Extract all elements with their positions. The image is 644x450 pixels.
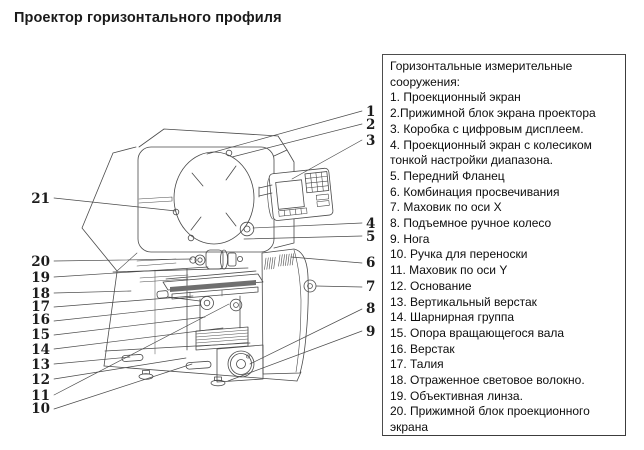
foot-left (138, 370, 154, 380)
foot-center (210, 376, 226, 387)
screen-clamp-screw-top (225, 149, 233, 157)
rear-fin (81, 146, 138, 272)
callout-number-18: 18 (31, 286, 50, 302)
callout-number-19: 19 (31, 270, 50, 286)
legend-item-15: 15. Опора вращающегося вала (390, 325, 565, 340)
callout-number-11: 11 (31, 388, 50, 404)
callout-number-16: 16 (31, 312, 50, 328)
display-mount-arm (258, 184, 273, 198)
callout-number-2: 2 (366, 117, 375, 133)
legend-item-19: 19. Объективная линза. (390, 388, 523, 403)
workbench-stage (156, 270, 264, 312)
x-axis-handwheel (303, 279, 317, 293)
legend-item-14: 14. Шарнирная группа (390, 310, 515, 325)
callout-number-13: 13 (31, 357, 50, 373)
callout-number-8: 8 (366, 301, 375, 317)
callout-number-9: 9 (366, 324, 375, 340)
digital-display-unit (267, 167, 334, 221)
legend-item-6: 6. Комбинация просвечивания (390, 184, 560, 199)
projector-diagram: 1 2 3 4 5 6 7 8 9 21 20 19 18 17 16 15 1… (31, 104, 375, 417)
callout-number-3: 3 (366, 133, 375, 149)
callout-number-10: 10 (31, 401, 50, 417)
legend-item-11: 11. Маховик по оси Y (390, 263, 508, 278)
callout-number-21: 21 (31, 191, 50, 207)
legend-item-13: 13. Вертикальный верстак (390, 294, 537, 309)
page-title: Проектор горизонтального профиля (14, 10, 282, 26)
callout-number-12: 12 (31, 372, 50, 388)
legend-item-12: 12. Основание (390, 278, 472, 293)
screen-clamp-screw-left (172, 208, 180, 216)
legend-heading: Горизонтальные измерительные сооружения: (390, 59, 573, 89)
display-screen (275, 179, 305, 210)
leader-lines (53, 110, 363, 410)
legend-item-10: 10. Ручка для переноски (390, 247, 528, 262)
carry-slot-left (121, 354, 144, 362)
callout-numbers: 1 2 3 4 5 6 7 8 9 21 20 19 18 17 16 15 1… (31, 104, 375, 417)
callout-number-1: 1 (366, 104, 375, 120)
y-axis-handwheel (200, 296, 214, 310)
fine-adjust-knob (239, 221, 255, 237)
legend-item-2: 2.Прижимной блок экрана проектора (390, 106, 596, 121)
legend-item-7: 7. Маховик по оси X (390, 200, 502, 215)
legend-item-8: 8. Подъемное ручное колесо (390, 216, 552, 231)
callout-number-14: 14 (31, 342, 50, 358)
legend-item-9: 9. Нога (390, 231, 430, 246)
left-side-cover (103, 267, 249, 367)
legend-item-1: 1. Проекционный экран (390, 90, 521, 105)
callout-number-20: 20 (31, 254, 50, 270)
callout-number-5: 5 (366, 229, 375, 245)
legend-item-4: 4. Проекционный экран с колесиком тонкой… (390, 137, 592, 168)
support-column (195, 295, 249, 351)
legend-item-3: 3. Коробка с цифровым дисплеем. (390, 121, 584, 136)
legend-item-16: 16. Верстак (390, 341, 455, 356)
projection-screen (172, 149, 255, 245)
callout-number-6: 6 (366, 255, 375, 271)
screen-clamp-screw-bottom (187, 234, 195, 242)
parts-legend: Горизонтальные измерительные сооружения:… (382, 54, 626, 436)
lifting-handwheel (227, 350, 255, 378)
callout-number-7: 7 (366, 279, 375, 295)
legend-item-17: 17. Талия (390, 357, 444, 372)
objective-lens-assembly (189, 249, 243, 270)
carry-handle-slot (185, 360, 212, 370)
callout-number-4: 4 (366, 216, 375, 232)
legend-item-18: 18. Отраженное световое волокно. (390, 373, 585, 388)
callout-number-17: 17 (31, 299, 50, 315)
callout-number-15: 15 (31, 327, 50, 343)
right-body-shell (261, 248, 317, 375)
legend-item-20: 20. Прижимной блок проекционного экрана (390, 404, 590, 435)
legend-item-5: 5. Передний Фланец (390, 168, 505, 183)
